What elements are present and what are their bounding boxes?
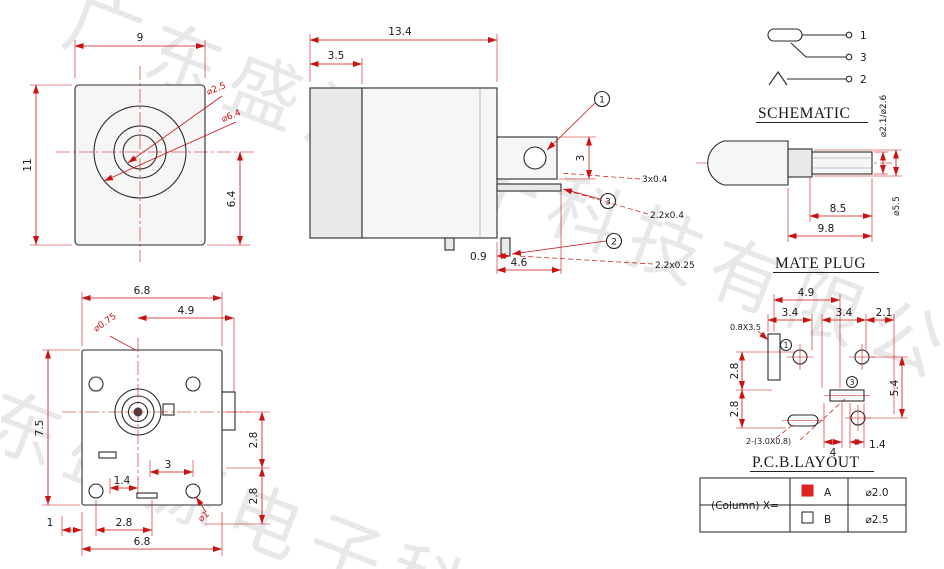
option-b-swatch (801, 511, 814, 524)
dim-pin-offset: 0.9 (470, 251, 487, 263)
side-tab (221, 391, 236, 431)
dim-cap-length: 3.5 (328, 50, 345, 62)
pcb-layout-title: P.C.B.LAYOUT (752, 454, 860, 471)
dim-pin-span: 4.6 (511, 257, 528, 269)
callout-pin1: 3x0.4 (642, 175, 668, 185)
dim-left-span: 3.4 (782, 307, 799, 319)
callout-pin2: 2.2x0.25 (655, 261, 695, 271)
dim-right-lower: 2.8 (248, 488, 260, 505)
pin1-balloon (593, 90, 611, 108)
label-corner-hole: ⌀1 (197, 510, 212, 525)
dim-bottom-width: 6.8 (134, 536, 151, 548)
mate-plug-view: ⌀2.1/⌀2.6 ⌀5.5 8.5 9.8 MATE PLUG (696, 94, 902, 273)
pad-balloon-3 (845, 375, 859, 389)
mate-plug-title: MATE PLUG (775, 255, 866, 272)
pad-number-3: 3 (850, 378, 855, 387)
pcb-layout: 1 3 4.9 3.4 3.4 2.1 2.8 2.8 (729, 287, 908, 472)
bottom-body (81, 349, 223, 506)
dim-edge-offset: 1 (47, 517, 54, 529)
pin2-number: 2 (611, 238, 617, 248)
dim-v1: 2.8 (729, 363, 741, 380)
option-a-name: A (824, 487, 832, 499)
jack-front-cap (309, 87, 363, 239)
dim-bottom-inner: 2.8 (116, 517, 133, 529)
dim-slot-gap: 1.4 (869, 439, 886, 451)
plug-handle (707, 140, 789, 186)
schematic-section: 1 3 2 SCHEMATIC (756, 28, 868, 123)
dim-tip-dia: ⌀2.1/⌀2.6 (879, 94, 889, 137)
dim-front-center: 6.4 (226, 190, 238, 207)
pin3-balloon (599, 192, 617, 210)
label-small-hole: ⌀0.75 (92, 312, 119, 335)
dim-slot-pos: 4 (830, 447, 837, 459)
schematic-pin2: 2 (860, 74, 867, 86)
pad-balloon-1 (779, 338, 793, 352)
pin2-balloon (605, 232, 623, 250)
dim-total-length: 13.4 (388, 26, 412, 38)
front-view: 9 11 6.4 ⌀2.5 ⌀6.4 (22, 32, 254, 262)
mount-hole (88, 376, 104, 392)
plug-tip (811, 151, 873, 175)
bottom-view: 6.8 4.9 ⌀0.75 7.5 (34, 285, 270, 556)
dim-front-height: 11 (22, 158, 34, 171)
bottom-pin (500, 237, 511, 257)
dim-slot-off: 1.4 (114, 475, 131, 487)
spec-table: (Column) X= A ⌀2.0 B ⌀2.5 (699, 477, 907, 533)
dim-pitch: 4.9 (798, 287, 815, 299)
mount-hole (185, 483, 201, 499)
pin-stub (444, 237, 455, 251)
dim-v-right: 5.4 (889, 379, 901, 396)
plug-ferrule (787, 148, 813, 178)
dim-tip-length: 8.5 (830, 203, 847, 215)
lug-hole (523, 146, 547, 170)
slot-a (98, 451, 117, 459)
dim-right-upper: 2.8 (248, 432, 260, 449)
slot-b (136, 492, 158, 499)
pad-square (162, 403, 175, 416)
terminal-2 (845, 75, 853, 83)
dim-barrel-dia: ⌀5.5 (892, 196, 902, 216)
pin1-number: 1 (599, 96, 605, 106)
dim-edge: 2.1 (876, 307, 893, 319)
pad-number-1: 1 (784, 341, 789, 350)
sleeve-symbol (768, 71, 788, 86)
schematic-title: SCHEMATIC (758, 105, 850, 122)
terminal-3 (845, 53, 853, 61)
center-pin-symbol (767, 28, 803, 42)
label-slots: 2-(3.0X0.8) (746, 437, 791, 446)
dim-front-width: 9 (137, 32, 144, 44)
dim-right-span: 3.4 (836, 307, 853, 319)
middle-pin (496, 183, 562, 192)
schematic-pin3: 3 (860, 52, 867, 64)
option-b-dia: ⌀2.5 (865, 514, 888, 526)
label-outer-dia: ⌀6.4 (220, 108, 242, 125)
pad-slot-center (767, 333, 781, 381)
table-row-label: (Column) X= (711, 500, 779, 512)
option-b-name: B (824, 514, 831, 526)
option-a-swatch (801, 484, 814, 497)
dim-height: 7.5 (34, 420, 46, 437)
callout-pin3: 2.2x0.4 (650, 211, 684, 221)
dim-top-width: 6.8 (134, 285, 151, 297)
dim-slot-len: 3 (165, 459, 172, 471)
dim-v2: 2.8 (729, 401, 741, 418)
dim-lug-height: 3 (575, 155, 587, 162)
label-slot1: 0.8X3.5 (730, 323, 761, 332)
label-inner-dia: ⌀2.5 (205, 81, 227, 98)
mount-hole (88, 483, 104, 499)
terminal-1 (845, 31, 853, 39)
schematic-pin1: 1 (860, 30, 867, 42)
dim-pin-to-edge: 4.9 (178, 305, 195, 317)
jack-body (361, 87, 498, 239)
option-a-dia: ⌀2.0 (865, 487, 888, 499)
mount-hole (185, 376, 201, 392)
side-view: 13.4 3.5 3 0.9 4.6 1 (309, 26, 695, 274)
dim-plug-length: 9.8 (818, 223, 835, 235)
